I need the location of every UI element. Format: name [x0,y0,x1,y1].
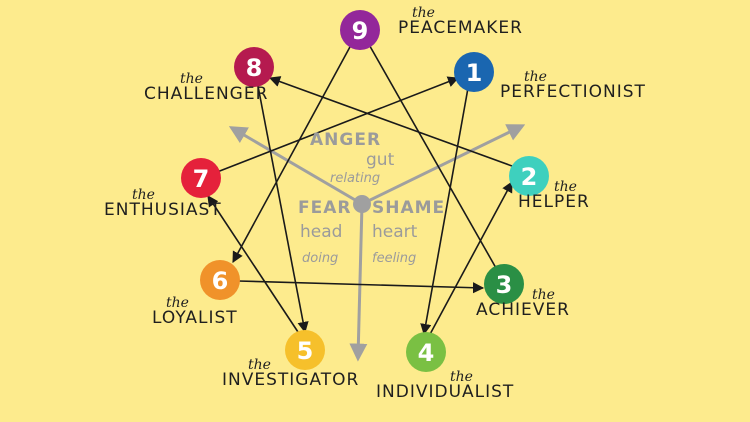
node-number: 9 [352,17,369,45]
label-name: ACHIEVER [476,300,570,320]
node-4: 4 [406,332,446,372]
node-number: 5 [297,337,314,365]
center-emotion-shame: SHAME [372,198,446,218]
label-article: the [554,179,577,195]
label-helper: the HELPER [518,180,590,211]
node-circle [484,264,524,304]
center-mode-doing: doing [302,251,339,266]
connector-lines [207,33,513,339]
label-investigator: the INVESTIGATOR [222,358,359,389]
label-loyalist: the LOYALIST [152,296,238,327]
label-peacemaker: the PEACEMAKER [398,6,523,37]
label-article: the [532,287,555,303]
label-article: the [450,369,473,385]
label-name: INVESTIGATOR [222,370,360,390]
label-individualist: the INDIVIDUALIST [376,370,514,401]
label-enthusiast: the ENTHUSIAST [104,188,222,219]
label-article: the [524,69,547,85]
node-5: 5 [285,330,325,370]
node-2: 2 [509,156,549,196]
center-line-gut [228,126,363,206]
center-lines [228,124,526,362]
arrow-1-to-7 [211,76,460,175]
node-circle [181,158,221,198]
arrow-8-to-5 [257,85,309,334]
center-name-gut: gut [366,150,395,170]
center-name-heart: heart [372,222,418,242]
node-7: 7 [181,158,221,198]
node-circle [340,10,380,50]
label-achiever: the ACHIEVER [476,288,570,319]
node-9: 9 [340,10,380,50]
node-number: 1 [466,59,483,87]
label-name: PEACEMAKER [398,18,523,38]
arrow-2-to-4 [427,181,513,339]
label-article: the [166,295,189,311]
node-number: 7 [193,165,210,193]
arrow-1-to-4 [420,87,469,336]
node-circle [454,52,494,92]
center-mode-feeling: feeling [372,251,417,266]
node-number: 8 [246,54,263,82]
node-number: 6 [212,267,229,295]
node-circle [406,332,446,372]
node-8: 8 [234,47,274,87]
node-number: 3 [496,271,513,299]
label-name: PERFECTIONIST [500,82,646,102]
node-3: 3 [484,264,524,304]
center-line-head [349,203,368,362]
center-line-heart [361,124,526,206]
label-name: LOYALIST [152,308,238,328]
label-article: the [132,187,155,203]
node-circle [509,156,549,196]
arrow-6-to-3 [237,280,485,294]
arrow-9-to-6 [232,33,358,263]
label-article: the [180,71,203,87]
label-perfectionist: the PERFECTIONIST [500,70,646,101]
label-name: CHALLENGER [144,84,269,104]
arrow-2-to-8 [268,76,513,167]
node-1: 1 [454,52,494,92]
label-name: INDIVIDUALIST [376,382,515,402]
center-emotion-anger: ANGER [310,130,382,150]
node-circle [234,47,274,87]
label-article: the [248,357,271,373]
center-emotion-fear: FEAR [298,198,352,218]
node-number: 2 [521,163,538,191]
node-circle [285,330,325,370]
center-dot [353,195,371,213]
node-6: 6 [200,260,240,300]
label-article: the [412,5,435,21]
center-name-head: head [300,222,343,242]
node-circle [200,260,240,300]
center-mode-relating: relating [330,171,381,186]
arrow-5-to-7 [207,195,299,333]
label-name: HELPER [518,192,590,212]
label-challenger: the CHALLENGER [144,72,268,103]
node-number: 4 [418,339,435,367]
label-name: ENTHUSIAST [104,200,222,220]
arrow-9-to-3 [362,33,497,269]
